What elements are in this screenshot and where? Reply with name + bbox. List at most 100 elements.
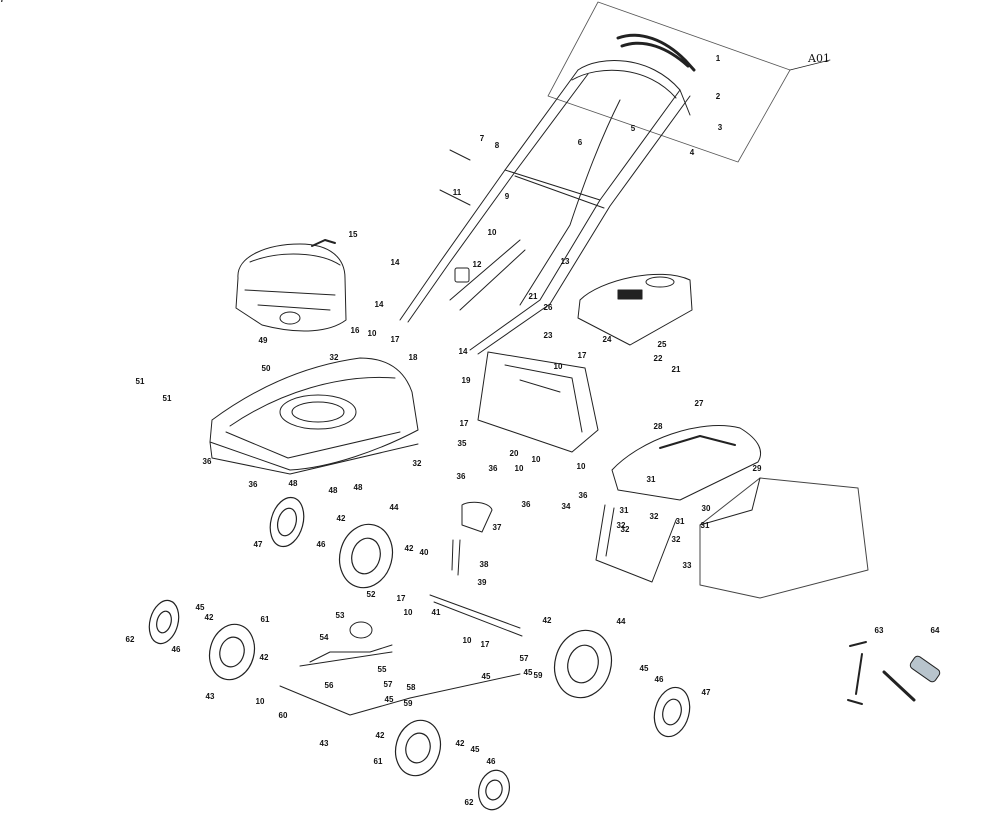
callout-label: 2	[715, 92, 721, 101]
callout-label: 8	[494, 141, 500, 150]
callout-label: 50	[261, 364, 271, 373]
callout-label: 48	[288, 479, 298, 488]
callout-label: 7	[479, 134, 485, 143]
callout-label: 10	[462, 636, 472, 645]
rear-cover	[577, 273, 693, 346]
callout-label: 24	[602, 335, 612, 344]
callout-label: 14	[390, 258, 400, 267]
callout-label: 29	[752, 464, 762, 473]
callout-label: 47	[253, 540, 263, 549]
callout-label: 45	[481, 672, 491, 681]
callout-label: 40	[419, 548, 429, 557]
callout-label: 62	[464, 798, 474, 807]
callout-label: 62	[125, 635, 135, 644]
callout-label: 61	[260, 615, 270, 624]
callout-label: 34	[561, 502, 571, 511]
callout-label: 45	[523, 668, 533, 677]
callout-label: 36	[248, 480, 258, 489]
callout-label: 10	[553, 362, 563, 371]
callout-label: 49	[258, 336, 268, 345]
callout-label: 48	[328, 486, 338, 495]
callout-label: 45	[384, 695, 394, 704]
callout-label: 46	[486, 757, 496, 766]
callout-label: 32	[671, 535, 681, 544]
callout-label: 6	[577, 138, 583, 147]
callout-label: 17	[390, 335, 400, 344]
callout-label: 45	[195, 603, 205, 612]
callout-label: 48	[353, 483, 363, 492]
callout-label: 63	[874, 626, 884, 635]
callout-label: 61	[373, 757, 383, 766]
callout-label: 11	[452, 188, 462, 197]
callout-label: 10	[403, 608, 413, 617]
callout-label: 42	[336, 514, 346, 523]
callout-label: 30	[701, 504, 711, 513]
callout-label: 17	[577, 351, 587, 360]
callout-label: 51	[162, 394, 172, 403]
callout-label: 56	[324, 681, 334, 690]
callout-label: 53	[335, 611, 345, 620]
callout-label: 59	[533, 671, 543, 680]
callout-label: 14	[458, 347, 468, 356]
callout-label: 23	[543, 331, 553, 340]
callout-label: 36	[202, 457, 212, 466]
callout-label: 9	[504, 192, 510, 201]
callout-label: 32	[649, 512, 659, 521]
callout-label: 18	[408, 353, 418, 362]
callout-label: 21	[671, 365, 681, 374]
rear-flap	[477, 351, 599, 453]
callout-label: 19	[461, 376, 471, 385]
callout-label: 32	[329, 353, 339, 362]
tools	[847, 641, 941, 705]
wheels	[148, 496, 691, 811]
callout-label: 60	[278, 711, 288, 720]
engine	[235, 239, 347, 332]
callout-label: 59	[403, 699, 413, 708]
callout-label: 42	[259, 653, 269, 662]
callout-label: 43	[319, 739, 329, 748]
callout-label: 10	[255, 697, 265, 706]
callout-label: 28	[653, 422, 663, 431]
handle-assembly	[399, 60, 691, 355]
callout-label: 58	[406, 683, 416, 692]
callout-label: 42	[375, 731, 385, 740]
callout-label: 10	[514, 464, 524, 473]
callout-label: 36	[578, 491, 588, 500]
callout-label: 5	[630, 124, 636, 133]
callout-label: 54	[319, 633, 329, 642]
callout-label: 4	[689, 148, 695, 157]
callout-label: 35	[457, 439, 467, 448]
callout-label: 55	[377, 665, 387, 674]
callout-label: 13	[560, 257, 570, 266]
callout-label: 39	[477, 578, 487, 587]
callout-label: 15	[348, 230, 358, 239]
callout-label: 41	[431, 608, 441, 617]
callout-label: 44	[616, 617, 626, 626]
callout-label: 26	[543, 303, 553, 312]
callout-label: 36	[456, 472, 466, 481]
callout-label: 46	[171, 645, 181, 654]
callout-label: 31	[700, 521, 710, 530]
callout-label: 42	[204, 613, 214, 622]
callout-label: 32	[412, 459, 422, 468]
callout-label: 36	[521, 500, 531, 509]
callout-label: 16	[350, 326, 360, 335]
callout-label: 57	[383, 680, 393, 689]
callout-label: 64	[930, 626, 940, 635]
callout-label: 36	[488, 464, 498, 473]
callout-label: 17	[0, 0, 4, 4]
callout-label: 14	[374, 300, 384, 309]
grass-catcher	[595, 425, 869, 599]
callout-label: 27	[694, 399, 704, 408]
callout-label: 42	[404, 544, 414, 553]
axles-and-blade	[279, 501, 523, 716]
callout-label: 10	[576, 462, 586, 471]
callout-label: 31	[675, 517, 685, 526]
callout-label: 1	[715, 54, 721, 63]
callout-label: 10	[487, 228, 497, 237]
callout-label: 20	[509, 449, 519, 458]
callout-label: 42	[542, 616, 552, 625]
callout-label: 17	[480, 640, 490, 649]
